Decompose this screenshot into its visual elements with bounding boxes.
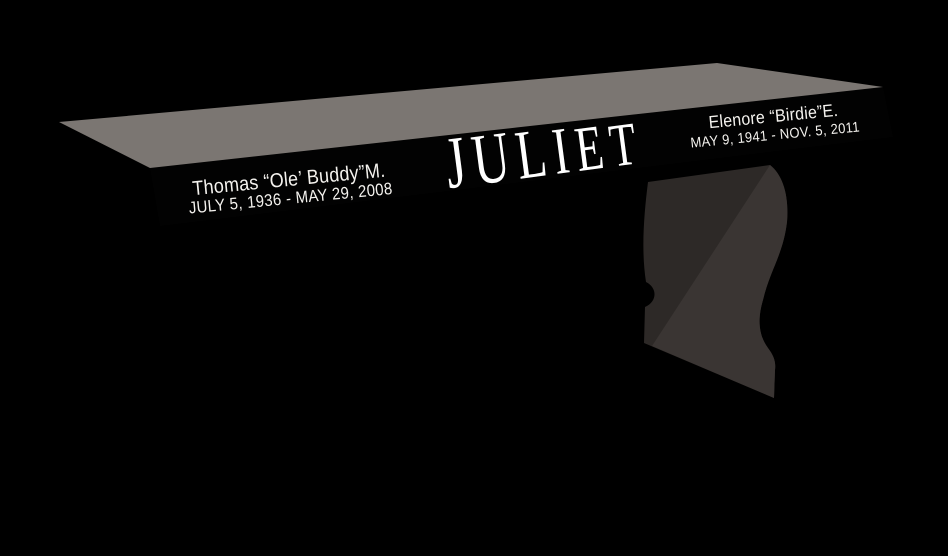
bench-top-surface: [59, 63, 883, 168]
bench-front-face: [150, 87, 893, 226]
title-letter: T: [605, 111, 641, 181]
title-letter: L: [511, 112, 551, 195]
title-letter: U: [467, 117, 515, 202]
bench-leg-front-highlight: [652, 165, 788, 398]
title-letter: I: [548, 114, 574, 190]
title-letter: E: [570, 111, 608, 186]
